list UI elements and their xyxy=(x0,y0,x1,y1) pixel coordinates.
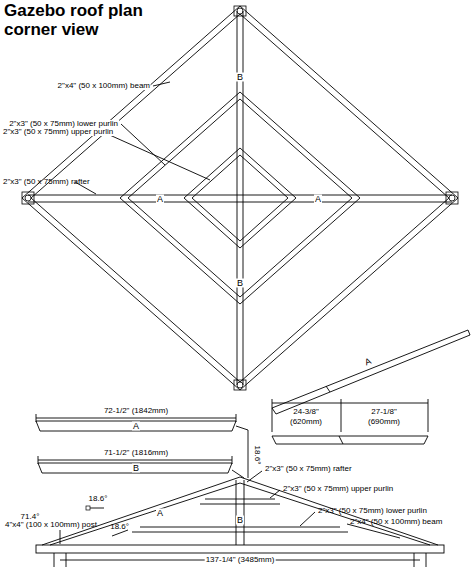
dimension-label: 2"x3" (50 x 75mm) rafter xyxy=(2,178,91,186)
dimension-label: 18.6° xyxy=(109,523,130,531)
dimension-label: 71-1/2" (1816mm) xyxy=(103,449,169,457)
part-letter: B xyxy=(236,73,244,82)
part-letter: A xyxy=(156,509,164,518)
dimension-label: 2"x3" (50 x 75mm) rafter xyxy=(264,465,353,473)
dimension-label: 4"x4" (100 x 100mm) post xyxy=(4,521,98,529)
dimension-label: 2"x3" (50 x 75mm) lower purlin xyxy=(317,507,428,515)
part-letter: A xyxy=(363,356,374,367)
part-letter: A xyxy=(156,195,164,204)
dimension-label: 2"x4" (50 x 100mm) beam xyxy=(57,82,151,90)
part-letter: B xyxy=(236,279,244,288)
part-letter: B xyxy=(132,464,140,473)
dimension-label: 2"x3" (50 x 75mm) upper purlin xyxy=(2,128,114,136)
dimension-label: 72-1/2" (1842mm) xyxy=(103,407,169,415)
dimension-label: 71.4° xyxy=(20,513,41,521)
dimension-label: 2"x3" (50 x 75mm) upper purlin xyxy=(282,485,394,493)
dimension-label: 27-1/8" xyxy=(370,408,398,416)
dimension-label: 2"x3" (50 x 75mm) lower purlin xyxy=(8,120,119,128)
dimension-label: 24-3/8" xyxy=(292,408,320,416)
part-letter: A xyxy=(314,195,322,204)
dimension-label: 2"x4" (50 x 100mm) beam xyxy=(349,518,443,526)
part-letter: A xyxy=(132,422,140,431)
dimension-label: 18.6° xyxy=(88,495,109,503)
part-letter: B xyxy=(236,516,244,525)
dimension-label: 137-1/4" (3485mm) xyxy=(205,556,276,564)
dimension-label: (620mm) xyxy=(289,418,323,426)
dimension-label: (690mm) xyxy=(367,418,401,426)
dimension-label: 18.6° xyxy=(253,445,261,466)
diagram-title: Gazebo roof plan corner view xyxy=(4,2,164,39)
